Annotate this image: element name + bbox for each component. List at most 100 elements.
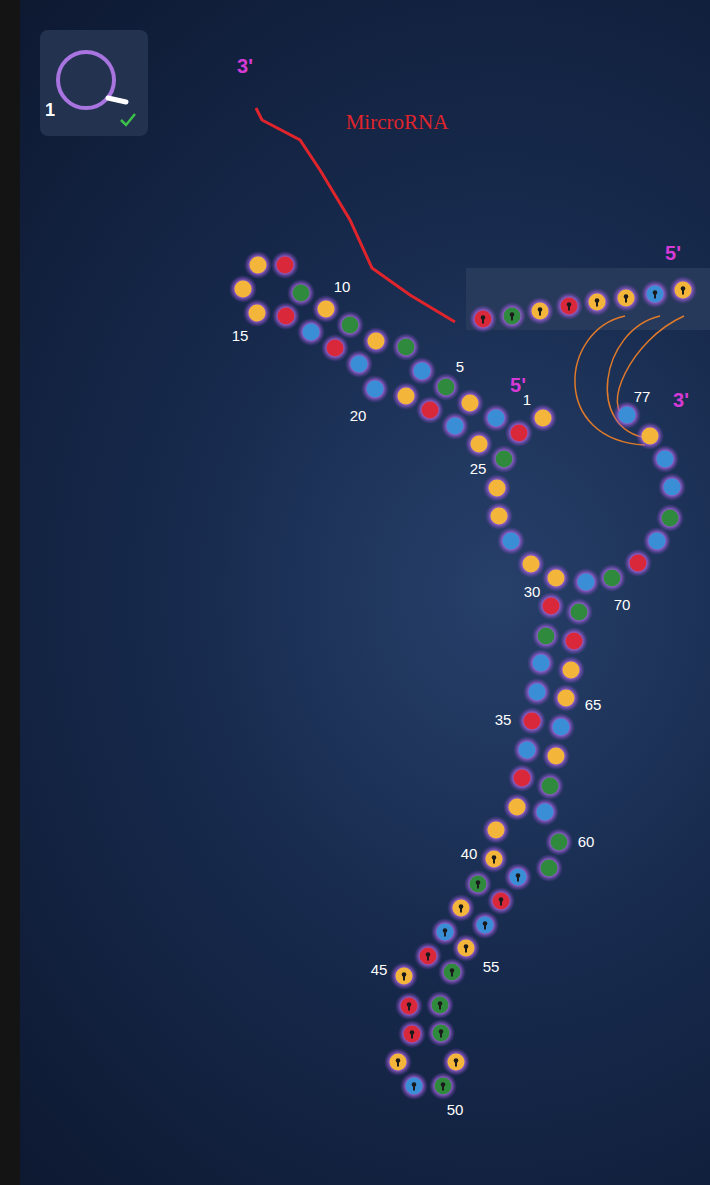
base-glow bbox=[565, 598, 593, 626]
nucleotide bbox=[542, 778, 559, 795]
nucleotide bbox=[519, 742, 536, 759]
lock-symbol bbox=[427, 956, 429, 961]
nucleotide bbox=[458, 940, 475, 957]
position-number: 30 bbox=[524, 584, 541, 599]
nucleotide bbox=[571, 604, 588, 621]
base-glow bbox=[572, 568, 600, 596]
base-glow bbox=[641, 280, 669, 308]
position-number: 5 bbox=[456, 359, 464, 374]
nucleotide bbox=[351, 356, 368, 373]
nucleotide bbox=[604, 570, 621, 587]
base-glow bbox=[523, 678, 551, 706]
nucleotide bbox=[589, 294, 606, 311]
base-glow bbox=[555, 292, 583, 320]
base-glow bbox=[612, 284, 640, 312]
lock-symbol bbox=[413, 1086, 415, 1091]
nucleotide bbox=[675, 282, 692, 299]
base-glow bbox=[469, 305, 497, 333]
base-glow bbox=[542, 742, 570, 770]
nucleotide bbox=[277, 257, 294, 274]
nucleotide bbox=[493, 893, 510, 910]
nucleotide bbox=[509, 799, 526, 816]
position-number: 77 bbox=[634, 389, 651, 404]
base-glow bbox=[583, 288, 611, 316]
base-glow bbox=[624, 549, 652, 577]
base-glow bbox=[485, 502, 513, 530]
nucleotide bbox=[524, 713, 541, 730]
base-glow bbox=[427, 1019, 455, 1047]
nucleotide bbox=[437, 924, 454, 941]
base-glow bbox=[229, 275, 257, 303]
pairing-curve bbox=[607, 316, 660, 438]
base-glow bbox=[390, 962, 418, 990]
position-number: 60 bbox=[578, 834, 595, 849]
nucleotide bbox=[543, 598, 560, 615]
lock-symbol bbox=[596, 302, 598, 307]
lock-symbol bbox=[411, 1034, 413, 1039]
lock-symbol bbox=[493, 859, 495, 864]
side-bar bbox=[0, 0, 20, 1185]
nucleotide bbox=[529, 684, 546, 701]
nucleotide bbox=[433, 1025, 450, 1042]
puzzle-icon bbox=[40, 30, 148, 136]
lock-symbol bbox=[440, 1033, 442, 1038]
base-glow bbox=[384, 1048, 412, 1076]
base-glow bbox=[432, 373, 460, 401]
lock-symbol bbox=[455, 1062, 457, 1067]
base-glow bbox=[552, 684, 580, 712]
nucleotide bbox=[250, 257, 267, 274]
nucleotide bbox=[533, 655, 550, 672]
base-glow bbox=[490, 445, 518, 473]
nucleotide bbox=[496, 451, 513, 468]
nucleotide bbox=[368, 333, 385, 350]
base-glow bbox=[429, 1072, 457, 1100]
nucleotide bbox=[342, 317, 359, 334]
base-glow bbox=[392, 333, 420, 361]
base-glow bbox=[498, 302, 526, 330]
base-glow bbox=[465, 430, 493, 458]
nucleotide bbox=[503, 533, 520, 550]
nucleotide bbox=[511, 425, 528, 442]
nucleotide bbox=[278, 308, 295, 325]
nucleotide bbox=[396, 968, 413, 985]
nucleotide bbox=[486, 851, 503, 868]
base-glow bbox=[287, 279, 315, 307]
base-glow bbox=[321, 334, 349, 362]
base-glow bbox=[531, 798, 559, 826]
nucleotide bbox=[293, 285, 310, 302]
nucleotide bbox=[662, 510, 679, 527]
position-number: 15 bbox=[232, 328, 249, 343]
base-glow bbox=[392, 382, 420, 410]
base-glow bbox=[535, 854, 563, 882]
nucleotide bbox=[553, 719, 570, 736]
lock-symbol bbox=[500, 901, 502, 906]
nucleotide bbox=[657, 451, 674, 468]
nucleotide bbox=[510, 869, 527, 886]
nucleotide bbox=[642, 428, 659, 445]
pairing-curve bbox=[575, 316, 645, 445]
nucleotide bbox=[401, 998, 418, 1015]
base-glow bbox=[456, 389, 484, 417]
lock-symbol bbox=[403, 976, 405, 981]
position-number: 45 bbox=[371, 962, 388, 977]
lock-symbol bbox=[460, 908, 462, 913]
base-glow bbox=[487, 887, 515, 915]
lock-symbol bbox=[539, 311, 541, 316]
nucleotide bbox=[327, 340, 344, 357]
base-glow bbox=[526, 297, 554, 325]
lock-symbol bbox=[517, 877, 519, 882]
base-glow bbox=[518, 707, 546, 735]
position-number: 50 bbox=[447, 1102, 464, 1117]
base-glow bbox=[658, 473, 686, 501]
nucleotide bbox=[390, 1054, 407, 1071]
base-glow bbox=[513, 736, 541, 764]
nucleotide bbox=[538, 628, 555, 645]
base-glow bbox=[656, 504, 684, 532]
base-glow bbox=[297, 318, 325, 346]
base-glow bbox=[416, 396, 444, 424]
mirna-label: MircroRNA bbox=[346, 112, 449, 133]
base-glow bbox=[312, 295, 340, 323]
base-glow bbox=[482, 404, 510, 432]
base-glow bbox=[482, 816, 510, 844]
nucleotide bbox=[235, 281, 252, 298]
